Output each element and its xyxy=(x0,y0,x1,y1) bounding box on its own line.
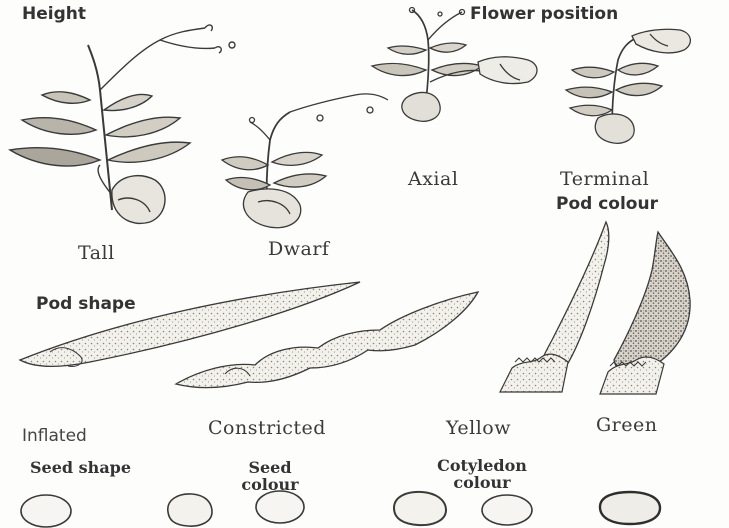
heading-height: Height xyxy=(22,6,86,23)
label-green: Green xyxy=(596,416,658,435)
dwarf-plant-drawing xyxy=(222,94,388,228)
heading-cotyledon-colour: Cotyledon colour xyxy=(412,458,552,492)
label-dwarf: Dwarf xyxy=(268,240,329,259)
green-pod-drawing xyxy=(600,232,690,394)
label-terminal: Terminal xyxy=(560,170,649,189)
round-seed-drawing xyxy=(21,495,71,527)
heading-pod-shape: Pod shape xyxy=(36,296,136,313)
wrinkled-seed-drawing xyxy=(168,494,212,526)
heading-seed-colour: Seed colour xyxy=(228,460,312,494)
axial-plant-drawing xyxy=(372,8,537,122)
yellow-pod-drawing xyxy=(500,222,609,392)
yellow-cotyledon-drawing xyxy=(394,492,446,525)
cotyledon-colour-seed-drawing xyxy=(600,492,660,524)
yellow-seed-drawing xyxy=(256,491,304,523)
green-cotyledon-drawing xyxy=(482,495,532,525)
label-yellow: Yellow xyxy=(446,419,511,438)
heading-flower-position: Flower position xyxy=(470,6,618,23)
heading-seed-shape: Seed shape xyxy=(30,460,131,476)
terminal-plant-drawing xyxy=(566,29,690,143)
label-axial: Axial xyxy=(408,170,458,189)
tall-plant-drawing xyxy=(10,25,235,223)
label-tall: Tall xyxy=(78,244,115,263)
label-constricted: Constricted xyxy=(208,419,326,438)
label-inflated: Inflated xyxy=(22,428,87,445)
heading-pod-colour: Pod colour xyxy=(556,196,658,213)
